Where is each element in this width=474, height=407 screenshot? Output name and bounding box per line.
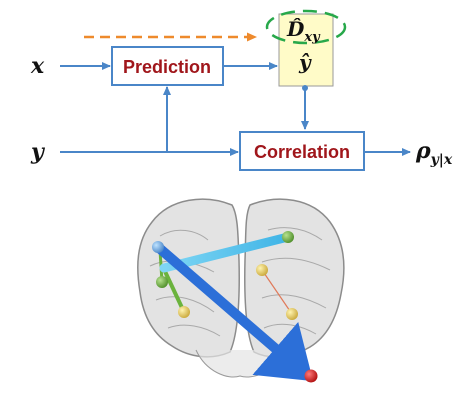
main-edge-arrow [154,243,314,382]
dashed-ellipse [265,9,347,45]
node-green-left [156,276,168,288]
node-green-right [282,231,294,243]
node-yellow-upper [256,264,268,276]
brain-illustration [137,198,345,383]
cyan-edge [159,232,293,273]
estimate-label: ŷ [298,50,312,74]
estimate-dot [302,85,308,91]
output-rho-label: ρy|x [415,138,453,168]
node-red [304,369,318,383]
node-blue [152,241,164,253]
distance-label: D̂xy [286,17,321,45]
correlation-box [239,131,365,171]
correlation-label: Correlation [254,142,350,162]
prediction-box [111,46,224,86]
thin-edge-red [261,269,293,315]
thin-edge-green [160,264,186,313]
prediction-label: Prediction [123,57,211,77]
y-input-label: y [30,139,46,165]
prediction-output-box [278,13,334,87]
x-input-label: x [30,53,45,79]
node-yellow-right [286,308,298,320]
node-yellow-left [178,306,190,318]
